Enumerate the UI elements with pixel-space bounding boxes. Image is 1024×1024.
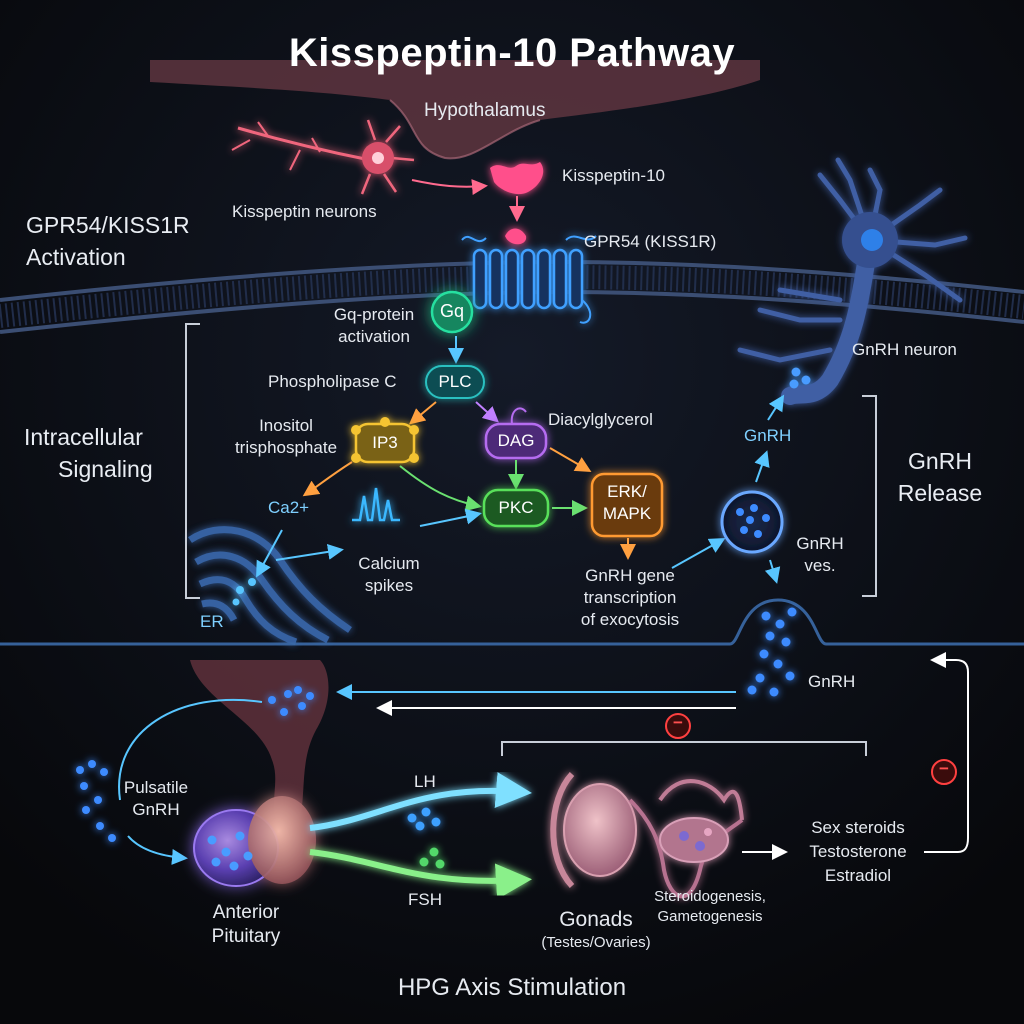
erk-line1: ERK/: [607, 482, 647, 501]
kisspeptin-neuron: [231, 119, 415, 195]
dag-label: DAG: [497, 431, 535, 450]
gnrh-neuron: [737, 157, 968, 405]
erk-mapk-node: [590, 472, 664, 538]
dag-molecule: [484, 407, 548, 460]
inhibition-sign-1: −: [673, 713, 683, 732]
transcription-line2: transcription: [583, 588, 677, 607]
gonads-label: Gonads: [559, 908, 633, 931]
anterior-pituitary-line1: Anterior: [212, 902, 280, 923]
inhibition-sign-2: −: [939, 759, 949, 778]
plc-full-label: Phospholipase C: [268, 372, 397, 391]
calcium-spikes: [352, 487, 400, 522]
inhibition-marker-2: [931, 759, 957, 785]
transcription-line1: GnRH gene: [585, 566, 675, 585]
sex-steroids-line1: Sex steroids: [811, 818, 905, 837]
signaling-bracket: [185, 323, 200, 599]
lh-arrow: [309, 772, 532, 831]
sex-steroids-line3: Estradiol: [824, 866, 892, 885]
ip3-label: IP3: [372, 433, 398, 452]
pulsatile-line2: GnRH: [132, 800, 180, 819]
section-activation-line1: GPR54/KISS1R: [26, 212, 190, 238]
fsh-arrow: [309, 849, 532, 900]
lower-membrane: [0, 598, 1024, 646]
dag-full-label: Diacylglycerol: [548, 410, 653, 429]
section-release-line1: GnRH: [908, 448, 972, 474]
section-signaling-line2: Signaling: [58, 456, 153, 482]
gonads-sub-label: (Testes/Ovaries): [541, 934, 651, 951]
feedback-line: [924, 652, 969, 853]
ip3-full-line1: Inositol: [259, 416, 313, 435]
transcription-line3: of exocytosis: [580, 610, 680, 629]
gnrh-vesicle: [720, 490, 784, 554]
section-activation-line2: Activation: [26, 244, 126, 270]
calcium-spikes-line1: Calcium: [358, 554, 420, 573]
er-label: ER: [200, 612, 224, 631]
plc-label: PLC: [438, 372, 472, 391]
section-hpg: HPG Axis Stimulation: [397, 974, 627, 1001]
section-signaling-line1: Intracellular: [24, 424, 143, 450]
release-bracket: [862, 395, 877, 597]
kisspeptin-label: Kisspeptin-10: [562, 166, 666, 185]
page-title: Kisspeptin-10 Pathway: [288, 31, 736, 75]
released-gnrh-particles: [747, 607, 797, 697]
plc-node: [425, 365, 485, 399]
ip3-full-line2: trisphosphate: [234, 438, 338, 457]
kisspeptin-neurons-label: Kisspeptin neurons: [232, 202, 377, 221]
gnrh-ves-line2: ves.: [804, 556, 836, 575]
calcium-spikes-line2: spikes: [364, 576, 414, 595]
kisspeptin-peptide: [490, 162, 544, 195]
anterior-pituitary-line2: Pituitary: [211, 926, 281, 947]
section-release-line2: Release: [897, 480, 983, 506]
hypothalamus-tissue: [150, 60, 760, 159]
gq-label: Gq: [439, 301, 464, 321]
anterior-pituitary: [193, 796, 316, 887]
hypothalamus-label: Hypothalamus: [424, 100, 546, 121]
ovary-uterus: [628, 779, 744, 899]
fsh-label: FSH: [408, 890, 442, 909]
gq-activation-line2: activation: [338, 327, 410, 346]
lh-label: LH: [414, 772, 436, 791]
steroidogenesis-line1: Steroidogenesis,: [654, 888, 766, 905]
receptor-label: GPR54 (KISS1R): [584, 232, 717, 251]
pkc-node: [482, 488, 550, 528]
testis: [550, 771, 637, 889]
calcium-ion-label: Ca2+: [268, 498, 310, 517]
gpr54-receptor: [461, 228, 597, 324]
gnrh-up-label: GnRH: [744, 426, 792, 445]
gq-protein: [430, 290, 474, 334]
ip3-molecule: [351, 417, 419, 464]
steroidogenesis-line2: Gametogenesis: [657, 908, 763, 925]
gonad-bracket: [501, 741, 867, 756]
gnrh-portal-particles: [268, 686, 314, 716]
gnrh-ves-line1: GnRH: [796, 534, 844, 553]
gnrh-neuron-label: GnRH neuron: [852, 340, 957, 359]
gnrh-released-label: GnRH: [808, 672, 856, 691]
pkc-label: PKC: [498, 498, 534, 517]
inhibition-marker-1: [665, 713, 691, 739]
pulsatile-line1: Pulsatile: [123, 778, 189, 797]
erk-line2: MAPK: [602, 504, 652, 523]
sex-steroids-line2: Testosterone: [809, 842, 907, 861]
gq-activation-line1: Gq-protein: [333, 305, 415, 324]
